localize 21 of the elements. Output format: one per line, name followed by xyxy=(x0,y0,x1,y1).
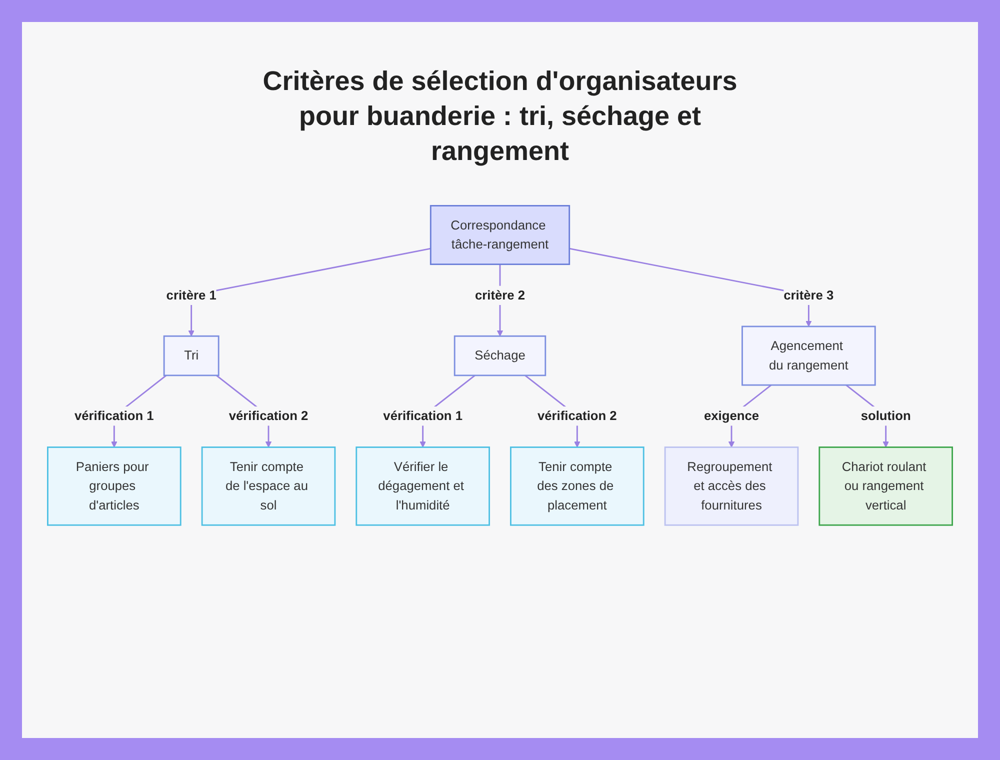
edge-label: critère 3 xyxy=(784,288,834,302)
node-box: Séchage xyxy=(454,335,546,376)
node-box: Paniers pour groupes d'articles xyxy=(47,446,182,526)
node-box: Regroupement et accès des fournitures xyxy=(664,446,799,526)
node-box: Tenir compte des zones de placement xyxy=(510,446,644,526)
node-box: Tenir compte de l'espace au sol xyxy=(201,446,336,526)
edge-label: solution xyxy=(860,408,911,423)
edge-label: critère 1 xyxy=(166,288,216,302)
edge-label: vérification 1 xyxy=(74,408,154,423)
node-box: Tri xyxy=(163,335,220,376)
diagram-title: Critères de sélection d'organisateurs pour buanderie : tri, séchage et rangement xyxy=(262,65,738,168)
edge-label: vérification 1 xyxy=(383,408,463,423)
edge-label: critère 2 xyxy=(474,288,526,302)
edge-label: vérification 2 xyxy=(228,408,308,423)
node-box: Agencement du rangement xyxy=(742,326,876,386)
node-box: Correspondance tâche-rangement xyxy=(430,205,570,266)
node-box: Chariot roulant ou rangement vertical xyxy=(818,446,953,526)
arrow xyxy=(188,248,431,336)
edge-label: vérification 2 xyxy=(537,408,617,423)
node-box: Vérifier le dégagement et l'humidité xyxy=(356,446,490,526)
edge-label: exigence xyxy=(704,408,760,423)
